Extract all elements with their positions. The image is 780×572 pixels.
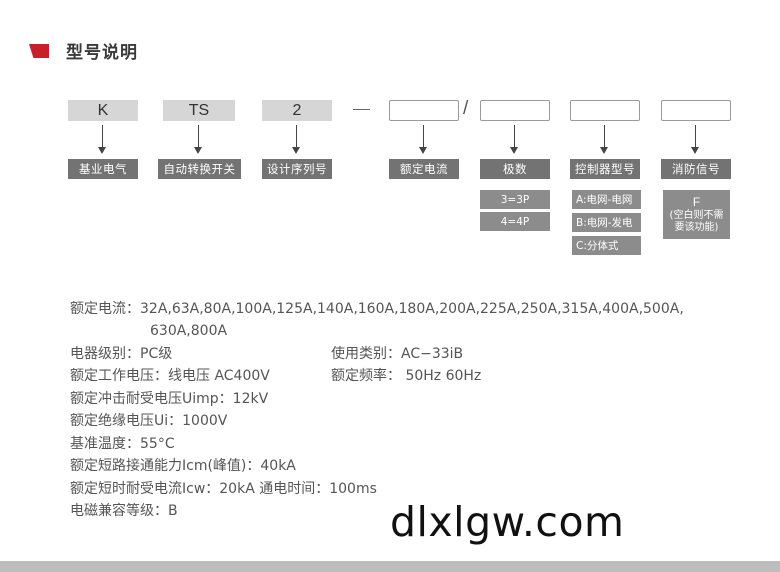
spec-frequency: 额定频率： 50Hz 60Hz bbox=[331, 368, 482, 384]
label-poles: 极数 bbox=[480, 159, 550, 179]
code-box-ts: TS bbox=[163, 100, 235, 121]
arrow-down-icon bbox=[292, 125, 300, 154]
controller-option: B:电网-发电 bbox=[572, 213, 641, 232]
arrow-down-icon bbox=[98, 125, 106, 154]
current-code-box bbox=[389, 100, 459, 121]
poles-code-box bbox=[480, 100, 550, 121]
pole-option: 3=3P bbox=[480, 190, 550, 209]
fire-note-line: (空白则不需 bbox=[669, 210, 724, 221]
fire-note-line: 要该功能) bbox=[674, 222, 719, 233]
label-controller: 控制器型号 bbox=[570, 159, 640, 179]
spec-category: 使用类别：AC−33iB bbox=[331, 346, 464, 362]
arrow-down-icon bbox=[600, 125, 608, 154]
spec-impulse: 额定冲击耐受电压Uimp：12kV bbox=[70, 391, 269, 407]
spec-emc: 电磁兼容等级：B bbox=[70, 503, 178, 519]
watermark: dlxlgw.com bbox=[390, 498, 625, 546]
arrow-down-icon bbox=[419, 125, 427, 154]
spec-temperature: 基准温度：55°C bbox=[70, 436, 175, 452]
controller-code-box bbox=[570, 100, 640, 121]
spec-level: 电器级别：PC级 bbox=[70, 346, 173, 362]
fire-code: F bbox=[692, 195, 701, 209]
label-product: 自动转换开关 bbox=[158, 159, 241, 179]
title-marker-icon bbox=[29, 44, 49, 58]
spec-rated-current-cont: 630A,800A bbox=[150, 323, 228, 339]
spec-short-making: 额定短路接通能力Icm(峰值)：40kA bbox=[70, 458, 296, 474]
controller-option: A:电网-电网 bbox=[572, 190, 641, 209]
pole-option: 4=4P bbox=[480, 212, 550, 231]
spec-rated-current: 额定电流：32A,63A,80A,100A,125A,140A,160A,180… bbox=[70, 301, 684, 317]
arrow-down-icon bbox=[510, 125, 518, 154]
code-box-series: 2 bbox=[262, 100, 332, 121]
separator-slash: / bbox=[463, 98, 469, 119]
spec-voltage: 额定工作电压：线电压 AC400V bbox=[70, 368, 270, 384]
arrow-down-icon bbox=[194, 125, 202, 154]
controller-option: C:分体式 bbox=[572, 236, 641, 255]
spec-insulation: 额定绝缘电压Ui：1000V bbox=[70, 413, 228, 429]
label-rated-current: 额定电流 bbox=[389, 159, 459, 179]
fire-code-box bbox=[661, 100, 731, 121]
footer-bar bbox=[0, 561, 780, 572]
page-title: 型号说明 bbox=[66, 43, 138, 63]
label-fire-signal: 消防信号 bbox=[661, 159, 731, 179]
fire-signal-option: F (空白则不需 要该功能) bbox=[663, 190, 730, 239]
spec-short-withstand: 额定短时耐受电流Icw：20kA 通电时间：100ms bbox=[70, 481, 377, 497]
label-brand: 基业电气 bbox=[68, 159, 138, 179]
separator-dash bbox=[353, 109, 370, 110]
arrow-down-icon bbox=[691, 125, 699, 154]
label-series: 设计序列号 bbox=[262, 159, 332, 179]
code-box-k: K bbox=[68, 100, 138, 121]
